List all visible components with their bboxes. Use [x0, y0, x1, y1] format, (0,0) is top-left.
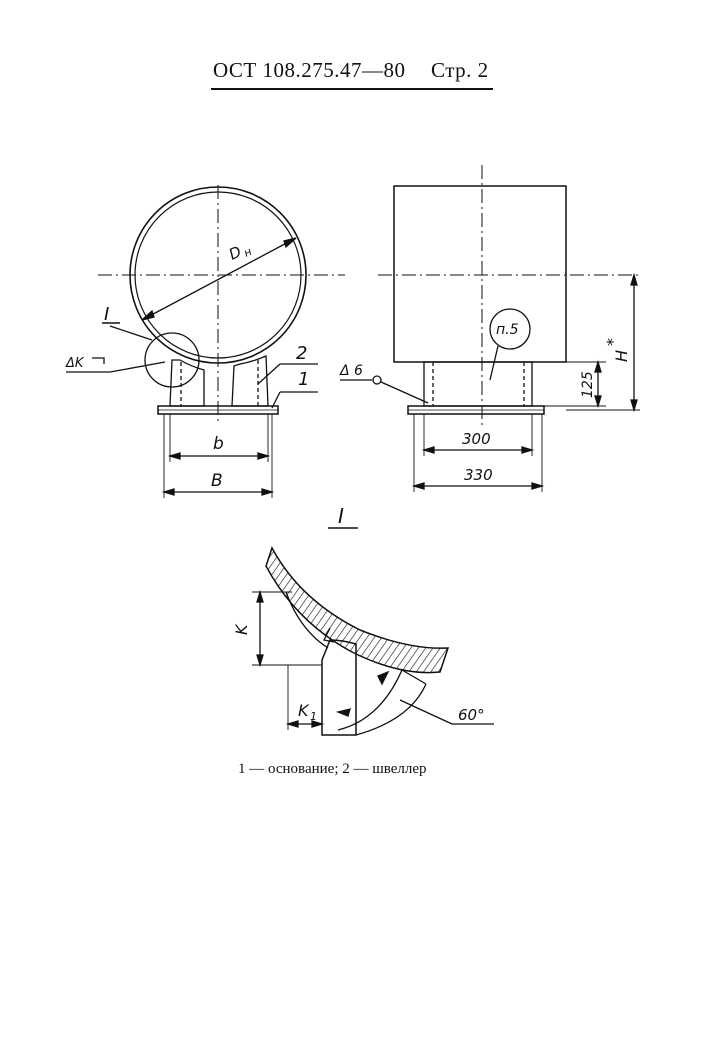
side-view: п.5 Δ 6 125 H * 300 330 [339, 165, 642, 492]
detail-circle [144, 332, 200, 388]
side-support-channel [423, 361, 533, 407]
dn-arrow-start [141, 309, 155, 321]
B-arrow-left [161, 488, 175, 496]
H-arrow-top [630, 272, 638, 286]
weld-6-circle [372, 375, 382, 385]
note-label: п.5 [496, 322, 519, 338]
b-arrow-left [167, 452, 181, 460]
dn-dimension-line [141, 237, 297, 321]
b-arrow-right [257, 452, 271, 460]
angle-arc-outer [355, 683, 427, 736]
k-arrow-bottom [256, 654, 264, 668]
detail-mark-label: I [338, 504, 344, 528]
detail-weld-tip [323, 627, 335, 643]
part-2-leader [257, 363, 281, 385]
dim-125-label: 125 [580, 371, 596, 398]
pipe-inner-circle [134, 191, 302, 359]
doc-number: ОСТ 108.275.47—80 [213, 58, 406, 82]
detail-weld-curve [285, 591, 329, 649]
detail-k1-label: K [298, 701, 310, 720]
detail-k-label: K [232, 623, 251, 635]
legend: 1 — основание; 2 — швеллер [238, 761, 427, 777]
pipe-outer-circle [129, 186, 307, 364]
right-support-channel [231, 355, 269, 407]
angle-arrow-left [335, 708, 351, 717]
dn-label: D [226, 242, 244, 263]
view-mark-label: I [104, 304, 109, 325]
k1-arrow-right [311, 720, 325, 728]
part-2-label: 2 [296, 343, 307, 364]
dim-330-label: 330 [464, 466, 493, 484]
weld-k-label: ΔK [65, 356, 85, 371]
300-arrow-left [421, 446, 435, 454]
part-1-label: 1 [298, 369, 309, 390]
note-leader [489, 345, 499, 381]
dim-h-star: * [603, 338, 622, 346]
pipe-side-body [393, 185, 567, 363]
weld-6-leader [380, 381, 429, 404]
detail-pipe-wall [265, 546, 450, 674]
125-arrow-bottom [594, 395, 602, 409]
part-1-leader [271, 391, 281, 409]
front-view: D н I ΔK 2 1 b [65, 185, 345, 498]
B-arrow-right [261, 488, 275, 496]
125-arrow-top [594, 359, 602, 373]
header-underline [211, 88, 493, 90]
330-arrow-right [531, 482, 545, 490]
angle-arrow-right [377, 670, 390, 686]
dim-300-label: 300 [462, 430, 491, 448]
page-number: Стр. 2 [431, 58, 489, 82]
k-arrow-top [256, 589, 264, 603]
detail-channel [321, 639, 357, 736]
330-arrow-left [411, 482, 425, 490]
H-arrow-bottom [630, 399, 638, 413]
weld-k-leader [109, 361, 166, 373]
page-header: ОСТ 108.275.47—80 Стр. 2 [211, 58, 493, 90]
weld-k-flag [92, 357, 105, 364]
k1-arrow-left [285, 720, 299, 728]
detail-k1-sub: 1 [310, 710, 317, 723]
dim-B-label: B [211, 471, 223, 491]
left-support-channel [169, 359, 205, 407]
detail-angle-label: 60° [458, 706, 485, 724]
view-mark-leader [109, 325, 153, 341]
300-arrow-right [521, 446, 535, 454]
dn-arrow-end [283, 237, 297, 249]
detail-view: I K K 1 60° [232, 504, 494, 736]
angle-arc-inner [337, 669, 403, 731]
note-circle [489, 308, 531, 350]
dim-b-label: b [213, 434, 224, 454]
angle-leader [399, 699, 453, 725]
angle-arc-end [401, 669, 427, 685]
dim-h-label: H [612, 350, 631, 362]
weld-6-label: Δ 6 [339, 363, 363, 379]
